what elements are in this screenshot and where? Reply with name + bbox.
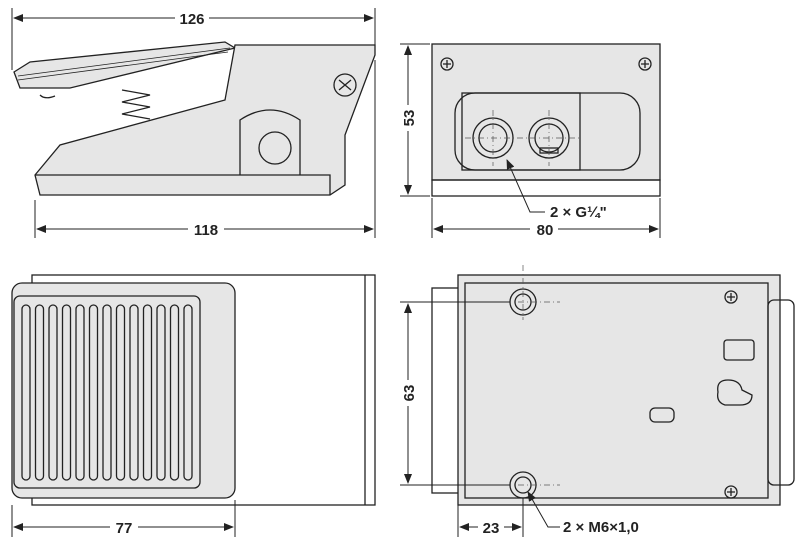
dim-80: 80 <box>537 222 554 239</box>
dim-63: 63 <box>401 385 418 402</box>
grille-slot <box>156 304 166 481</box>
dim-53: 53 <box>401 110 418 127</box>
grille-slot <box>129 304 139 481</box>
grille-slot <box>61 304 72 481</box>
side-view: 126 118 <box>11 8 376 239</box>
grille-slot <box>21 304 31 481</box>
grille-slot <box>75 304 85 481</box>
dim-77: 77 <box>116 520 133 537</box>
pedal-grille <box>21 304 193 481</box>
dim-118: 118 <box>194 222 218 239</box>
grille-slot <box>169 304 180 481</box>
dim-126: 126 <box>179 11 204 28</box>
grille-slot <box>34 304 45 481</box>
grille-slot <box>88 304 99 481</box>
top-view: 77 <box>11 274 376 537</box>
grille-slot <box>142 304 153 481</box>
rear-view: 53 80 2 × G¼" <box>399 43 661 239</box>
port-callout: 2 × G¼" <box>550 204 607 221</box>
mount-callout: 2 × M6×1,0 <box>563 519 639 536</box>
grille-slot <box>102 304 112 481</box>
bottom-view: 63 23 2 × M6×1,0 <box>399 265 795 537</box>
grille-slot <box>48 304 58 481</box>
grille-slot <box>115 304 126 481</box>
screw-icon <box>333 73 357 97</box>
grille-slot <box>183 304 193 481</box>
dim-23: 23 <box>483 520 500 537</box>
